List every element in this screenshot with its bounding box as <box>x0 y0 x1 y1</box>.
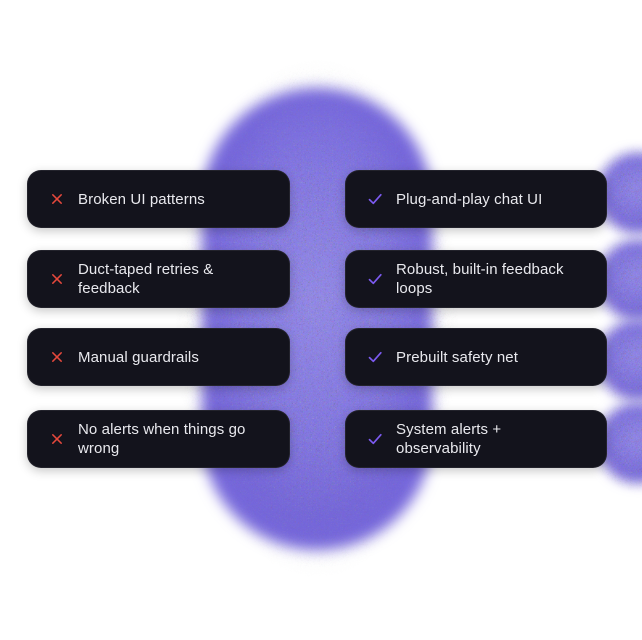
pro-card: Robust, built-in feedback loops <box>345 250 607 308</box>
con-card: No alerts when things go wrong <box>27 410 290 468</box>
con-card-label: Broken UI patterns <box>78 190 205 208</box>
pro-card: Prebuilt safety net <box>345 328 607 386</box>
x-icon <box>49 432 65 446</box>
pro-card-label: Robust, built-in feedback loops <box>396 261 564 297</box>
pro-card-label: Prebuilt safety net <box>396 348 518 366</box>
pro-card: System alerts + observability <box>345 410 607 468</box>
con-card-label: No alerts when things go wrong <box>78 421 246 457</box>
x-icon <box>49 192 65 206</box>
con-card: Duct-taped retries & feedback <box>27 250 290 308</box>
purple-glow-main <box>176 58 458 578</box>
pro-card-label: Plug-and-play chat UI <box>396 190 543 208</box>
pro-card-label: System alerts + observability <box>396 421 502 457</box>
grain-texture <box>176 58 458 578</box>
x-icon <box>49 272 65 286</box>
purple-glow-core <box>202 88 432 550</box>
x-icon <box>49 350 65 364</box>
check-icon <box>367 349 383 365</box>
con-card: Manual guardrails <box>27 328 290 386</box>
con-card-label: Manual guardrails <box>78 348 199 366</box>
check-icon <box>367 431 383 447</box>
check-icon <box>367 191 383 207</box>
con-card-label: Duct-taped retries & feedback <box>78 261 214 297</box>
pro-card: Plug-and-play chat UI <box>345 170 607 228</box>
con-card: Broken UI patterns <box>27 170 290 228</box>
check-icon <box>367 271 383 287</box>
